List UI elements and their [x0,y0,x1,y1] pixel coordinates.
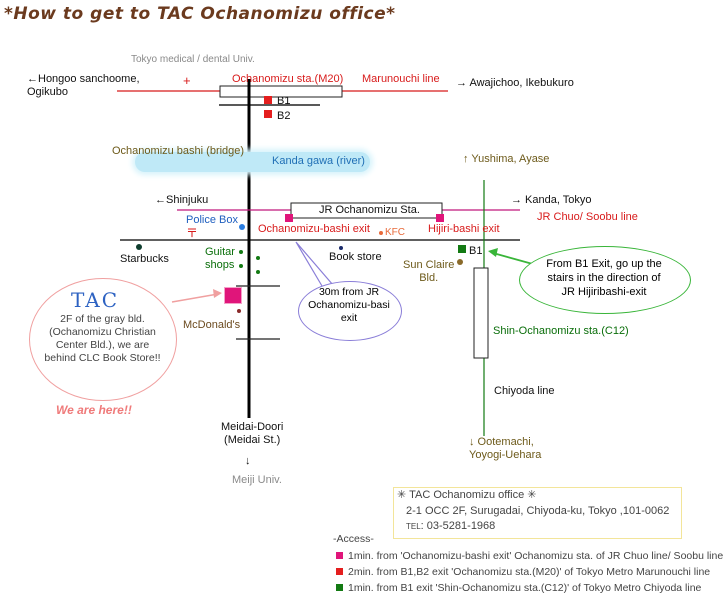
marunouchi-line-label: Marunouchi line [362,73,440,85]
ochanomizu-bashi-exit-label: Ochanomizu-bashi exit [258,223,370,235]
access-item: 1min. from 'Ochanomizu-bashi exit' Ochan… [336,550,723,562]
bookstore-label: Book store [329,251,382,263]
tac-arrowhead [213,289,222,298]
marunouchi-b2-exit-marker [264,110,272,118]
meidai-doori-label: Meidai-Doori (Meidai St.) [221,421,284,446]
yushima-label: ↑ Yushima, Ayase [463,153,550,165]
police-box-marker [239,224,245,230]
chiyoda-b1-label: B1 [469,245,483,257]
office-address: 2-1 OCC 2F, Surugadai, Chiyoda-ku, Tokyo… [406,505,670,517]
tac-heading: TAC [71,288,119,312]
hijiri-bashi-exit-marker [436,214,444,222]
access-swatch [336,552,343,559]
b1-exit-callout-text: From B1 Exit, go up the stairs in the di… [546,258,662,298]
access-swatch [336,568,343,575]
mcdonalds-label: McDonald's [183,319,241,331]
shinjuku-label: ←Shinjuku [155,194,209,206]
mcdonalds-marker [237,309,241,313]
bookstore-marker [339,246,343,250]
kanda-river [135,152,370,172]
chiyoda-b1-exit-marker [458,245,466,253]
shin-ochanomizu-label: Shin-Ochanomizu sta.(C12) [493,325,629,337]
ochanomizu-bashi-exit-marker [285,214,293,222]
sun-claire-label: Sun Claire Bld. [403,259,455,284]
b2-exit-label: B2 [277,110,291,122]
jr-station-box [290,202,443,219]
b1-exit-callout-bubble [519,246,691,314]
tel-label: TEL [406,522,421,531]
guitar-shops-label: Guitar shops [205,246,235,271]
jr-station-label: JR Ochanomizu Sta. [319,204,420,216]
page-title: *How to get to TAC Ochanomizu office* [4,4,396,24]
kfc-marker [379,231,383,235]
jr-chuo-line-label: JR Chuo/ Soobu line [537,211,638,223]
shin-ochanomizu-station-box [473,267,489,359]
river-label: Kanda gawa (river) [272,155,365,167]
distance-callout-text: 30m from JR Ochanomizu-basi exit [308,286,390,324]
guitar-shop-marker-3 [256,256,260,260]
sun-claire-marker [457,259,463,265]
guitar-shop-marker-4 [256,270,260,274]
ochanomizu-station-label: Ochanomizu sta.(M20) [232,73,344,85]
tac-callout-bubble [29,278,177,401]
chiyoda-line-label: Chiyoda line [494,385,555,397]
guitar-shop-marker-2 [239,264,243,268]
post-office-icon: 〒 [186,226,199,240]
hospital-cross-icon: + [183,73,191,88]
meidai-down-arrow: ↓ [245,455,251,467]
green-callout-arrowhead [488,248,498,257]
b1-exit-label: B1 [277,95,291,107]
tac-arrow [171,293,219,303]
guitar-shop-marker-1 [239,250,243,254]
kfc-label: KFC [385,227,405,238]
blue-callout-pointer [295,241,334,287]
tac-office-marker [224,287,242,304]
tel-number: : 03-5281-1968 [420,520,496,532]
tokyo-medical-label: Tokyo medical / dental Univ. [131,54,255,65]
police-box-label: Police Box [186,214,238,226]
office-info-box [393,487,682,539]
office-phone: TEL: 03-5281-1968 [406,520,495,532]
starbucks-label: Starbucks [120,253,169,265]
access-item: 2min. from B1,B2 exit 'Ochanomizu sta.(M… [336,566,710,578]
starbucks-marker [136,244,142,250]
access-swatch [336,584,343,591]
access-text: 2min. from B1,B2 exit 'Ochanomizu sta.(M… [348,566,711,578]
awajichoo-label: → Awajichoo, Ikebukuro [456,77,574,89]
office-name: ✳ TAC Ochanomizu office ✳ [397,489,537,501]
hongoo-label: ←Hongoo sanchoome, Ogikubo [27,73,140,98]
we-are-here-label: We are here!! [56,403,132,417]
ochanomizu-station-box [219,85,343,98]
distance-callout-bubble [298,281,402,341]
marunouchi-b1-exit-marker [264,96,272,104]
tac-description: 2F of the gray bld. (Ochanomizu Christia… [44,313,161,364]
ootemachi-label: ↓ Ootemachi, Yoyogi-Uehara [469,436,542,461]
kanda-label: → Kanda, Tokyo [511,194,592,206]
access-item: 1min. from B1 exit 'Shin-Ochanomizu sta.… [336,582,701,594]
access-text: 1min. from 'Ochanomizu-bashi exit' Ochan… [348,550,723,562]
meiji-univ-label: Meiji Univ. [232,474,282,486]
access-title: -Access- [333,533,374,545]
bridge-label: Ochanomizu bashi (bridge) [112,145,245,157]
access-text: 1min. from B1 exit 'Shin-Ochanomizu sta.… [348,582,702,594]
hijiri-bashi-exit-label: Hijiri-bashi exit [428,223,500,235]
